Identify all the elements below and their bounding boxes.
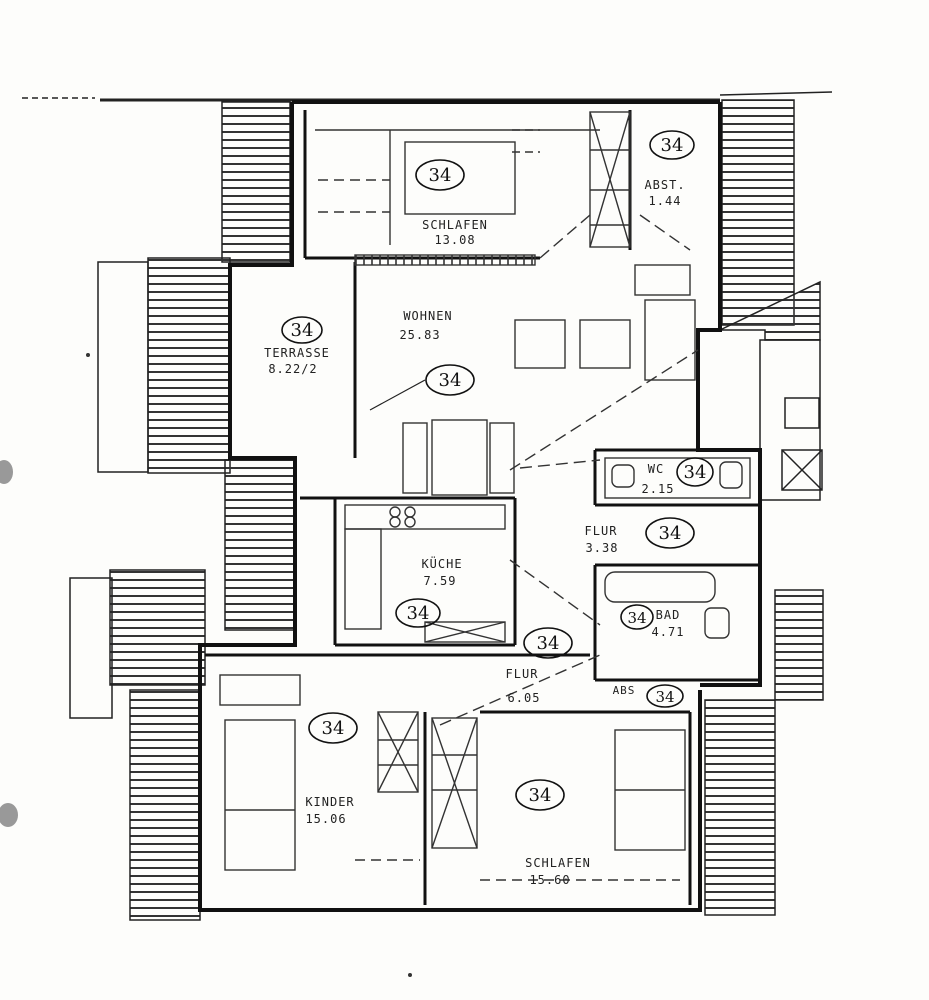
marker-ellipse-terrasse [281, 316, 323, 344]
wardrobe-kinder [377, 711, 419, 793]
roof-slope-right-top [721, 99, 795, 326]
interior-walls [205, 110, 760, 905]
roof-outline [22, 91, 833, 102]
dormer-frames [69, 261, 823, 719]
room-name-kueche: KÜCHE [421, 555, 462, 571]
marker-ellipse-bad [620, 604, 654, 630]
kitchen-counter-left [344, 528, 382, 630]
room-area-flur-lower: 6.05 [508, 691, 541, 705]
leader-lines [369, 379, 426, 411]
marker-ellipse-flur-upper [645, 517, 695, 549]
dining-table [431, 419, 488, 496]
marker-flur-upper: 34 [659, 523, 682, 544]
marker-kueche: 34 [407, 603, 430, 624]
room-name-schlafen-bottom: SCHLAFEN [525, 856, 591, 870]
bed-schlafen-top [404, 141, 516, 215]
marker-ellipse-schlafen-bottom [515, 779, 565, 811]
area-markers [281, 130, 714, 811]
marker-ellipse-schlafen-top [415, 159, 465, 191]
marker-wc: 34 [684, 462, 707, 483]
room-name-abs: ABS [613, 684, 636, 697]
roof-slope-bottom-left [129, 689, 201, 921]
marker-ellipse-abst [649, 130, 695, 160]
room-name-bad: BAD [656, 608, 681, 622]
roof-slope-left-lower [109, 569, 206, 686]
marker-ellipse-kinder [308, 712, 358, 744]
furniture [219, 111, 751, 881]
room-area-schlafen-bottom: 15.60 [529, 873, 570, 887]
room-name-terrasse: TERRASSE [264, 346, 330, 360]
kitchen-counter-top [344, 504, 506, 530]
room-area-wohnen: 25.83 [399, 328, 440, 342]
wardrobe-schlafen [431, 717, 478, 849]
room-name-flur-upper: FLUR [585, 524, 618, 538]
bathtub [604, 571, 716, 603]
room-name-wohnen: WOHNEN [403, 309, 452, 323]
scan-marks [0, 353, 412, 977]
roof-slant-lines [439, 214, 699, 726]
room-name-wc: WC [648, 462, 664, 476]
room-area-flur-upper: 3.38 [586, 541, 619, 555]
room-name-abst: ABST. [644, 178, 685, 192]
bed-kinder [224, 719, 296, 871]
marker-wohnen: 34 [439, 370, 462, 391]
room-area-schlafen-top: 13.08 [434, 233, 475, 247]
room-area-kueche: 7.59 [424, 574, 457, 588]
room-area-kinder: 15.06 [305, 812, 346, 826]
room-area-abst: 1.44 [649, 194, 682, 208]
marker-flur-lower: 34 [537, 633, 560, 654]
wardrobe-top [589, 111, 631, 248]
marker-terrasse: 34 [291, 320, 314, 341]
marker-ellipse-kueche [395, 598, 441, 628]
room-name-flur-lower: FLUR [506, 667, 539, 681]
marker-bad: 34 [627, 609, 646, 627]
room-name-schlafen-top: SCHLAFEN [422, 218, 488, 232]
marker-ellipse-wc [676, 457, 714, 487]
marker-schlafen-top: 34 [429, 165, 452, 186]
wc-fixtures [604, 457, 751, 499]
roof-slope-left-mid [224, 459, 296, 631]
marker-schlafen-bottom: 34 [529, 785, 552, 806]
room-area-bad: 4.71 [652, 625, 685, 639]
room-area-terrasse: 8.22/2 [268, 362, 317, 376]
marker-ellipse-wohnen [425, 364, 475, 396]
marker-kinder: 34 [322, 718, 345, 739]
marker-ellipse-flur-lower [523, 627, 573, 659]
roof-slope-left [147, 257, 231, 474]
roof-slope-top-left [221, 101, 291, 263]
roof-slopes [109, 99, 824, 921]
marker-abs: 34 [655, 688, 674, 706]
room-area-wc: 2.15 [642, 482, 675, 496]
room-name-kinder: KINDER [305, 795, 354, 809]
roof-slope-right-mid [774, 589, 824, 701]
marker-abst: 34 [661, 135, 684, 156]
marker-ellipse-abs [646, 684, 684, 708]
roof-slope-bottom-right [704, 699, 776, 916]
